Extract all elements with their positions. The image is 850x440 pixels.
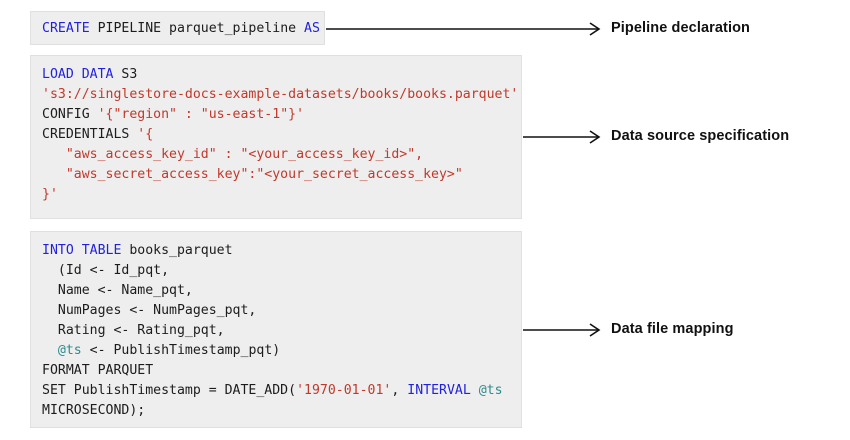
code-token-plain: PIPELINE parquet_pipeline — [89, 21, 305, 36]
annotation-label-data-source-specification: Data source specification — [611, 128, 790, 144]
code-token-plain — [471, 383, 479, 398]
code-token-kw: INTERVAL — [407, 383, 471, 398]
code-line: INTO TABLE books_parquet — [42, 241, 509, 261]
code-line: }' — [42, 185, 509, 205]
code-token-str: '{"region" : "us-east-1"}' — [97, 107, 305, 122]
arrow-data-source-specification — [523, 129, 602, 145]
code-token-str: 's3://singlestore-docs-example-datasets/… — [42, 87, 519, 102]
arrow-data-file-mapping — [523, 322, 602, 338]
annotation-label-pipeline-declaration: Pipeline declaration — [611, 20, 750, 36]
code-line: MICROSECOND); — [42, 401, 509, 421]
code-token-kw: CREATE — [42, 21, 90, 36]
code-token-plain: MICROSECOND); — [42, 403, 146, 418]
code-line: CREDENTIALS '{ — [42, 125, 509, 145]
code-token-var: @ts — [478, 383, 503, 398]
code-line: 's3://singlestore-docs-example-datasets/… — [42, 85, 518, 105]
code-line: Rating <- Rating_pqt, — [42, 321, 509, 341]
code-line: FORMAT PARQUET — [42, 361, 509, 381]
code-token-kw: AS — [304, 21, 320, 36]
code-block-data-source-specification: LOAD DATA S3 's3://singlestore-docs-examp… — [30, 55, 522, 219]
code-token-str: "aws_secret_access_key":"<your_secret_ac… — [42, 167, 463, 182]
code-token-plain: Rating <- Rating_pqt, — [42, 323, 225, 338]
code-token-kw: INTO TABLE — [42, 243, 122, 258]
code-token-plain — [42, 343, 58, 358]
code-block-pipeline-declaration: CREATE PIPELINE parquet_pipeline AS — [30, 11, 325, 45]
code-token-kw: LOAD DATA — [42, 67, 114, 82]
code-block-data-file-mapping: INTO TABLE books_parquet (Id <- Id_pqt, … — [30, 231, 522, 428]
code-line: @ts <- PublishTimestamp_pqt) — [42, 341, 509, 361]
annotation-label-data-file-mapping: Data file mapping — [611, 321, 734, 337]
code-token-plain: FORMAT PARQUET — [42, 363, 154, 378]
code-line: "aws_access_key_id" : "<your_access_key_… — [42, 145, 509, 165]
code-line: CREATE PIPELINE parquet_pipeline AS — [42, 19, 320, 39]
code-token-plain: SET PublishTimestamp = DATE_ADD( — [42, 383, 297, 398]
code-token-plain: Name <- Name_pqt, — [42, 283, 193, 298]
code-line: "aws_secret_access_key":"<your_secret_ac… — [42, 165, 509, 185]
code-token-str: '{ — [137, 127, 154, 142]
code-token-plain: S3 — [113, 67, 138, 82]
arrow-pipeline-declaration — [326, 21, 602, 37]
code-token-plain: CREDENTIALS — [42, 127, 138, 142]
code-line: (Id <- Id_pqt, — [42, 261, 509, 281]
code-line: SET PublishTimestamp = DATE_ADD('1970-01… — [42, 381, 509, 401]
code-line: NumPages <- NumPages_pqt, — [42, 301, 509, 321]
code-token-plain: , — [391, 383, 408, 398]
code-token-str: "aws_access_key_id" : "<your_access_key_… — [42, 147, 424, 162]
code-line: Name <- Name_pqt, — [42, 281, 509, 301]
code-token-plain: CONFIG — [42, 107, 98, 122]
code-token-plain: books_parquet — [121, 243, 233, 258]
code-line: LOAD DATA S3 — [42, 65, 509, 85]
code-token-str: '1970-01-01' — [296, 383, 392, 398]
code-token-plain: <- PublishTimestamp_pqt) — [81, 343, 281, 358]
code-token-str: }' — [42, 187, 58, 202]
code-line: CONFIG '{"region" : "us-east-1"}' — [42, 105, 509, 125]
code-token-plain: NumPages <- NumPages_pqt, — [42, 303, 257, 318]
code-token-plain: (Id <- Id_pqt, — [42, 263, 170, 278]
code-token-var: @ts — [57, 343, 82, 358]
